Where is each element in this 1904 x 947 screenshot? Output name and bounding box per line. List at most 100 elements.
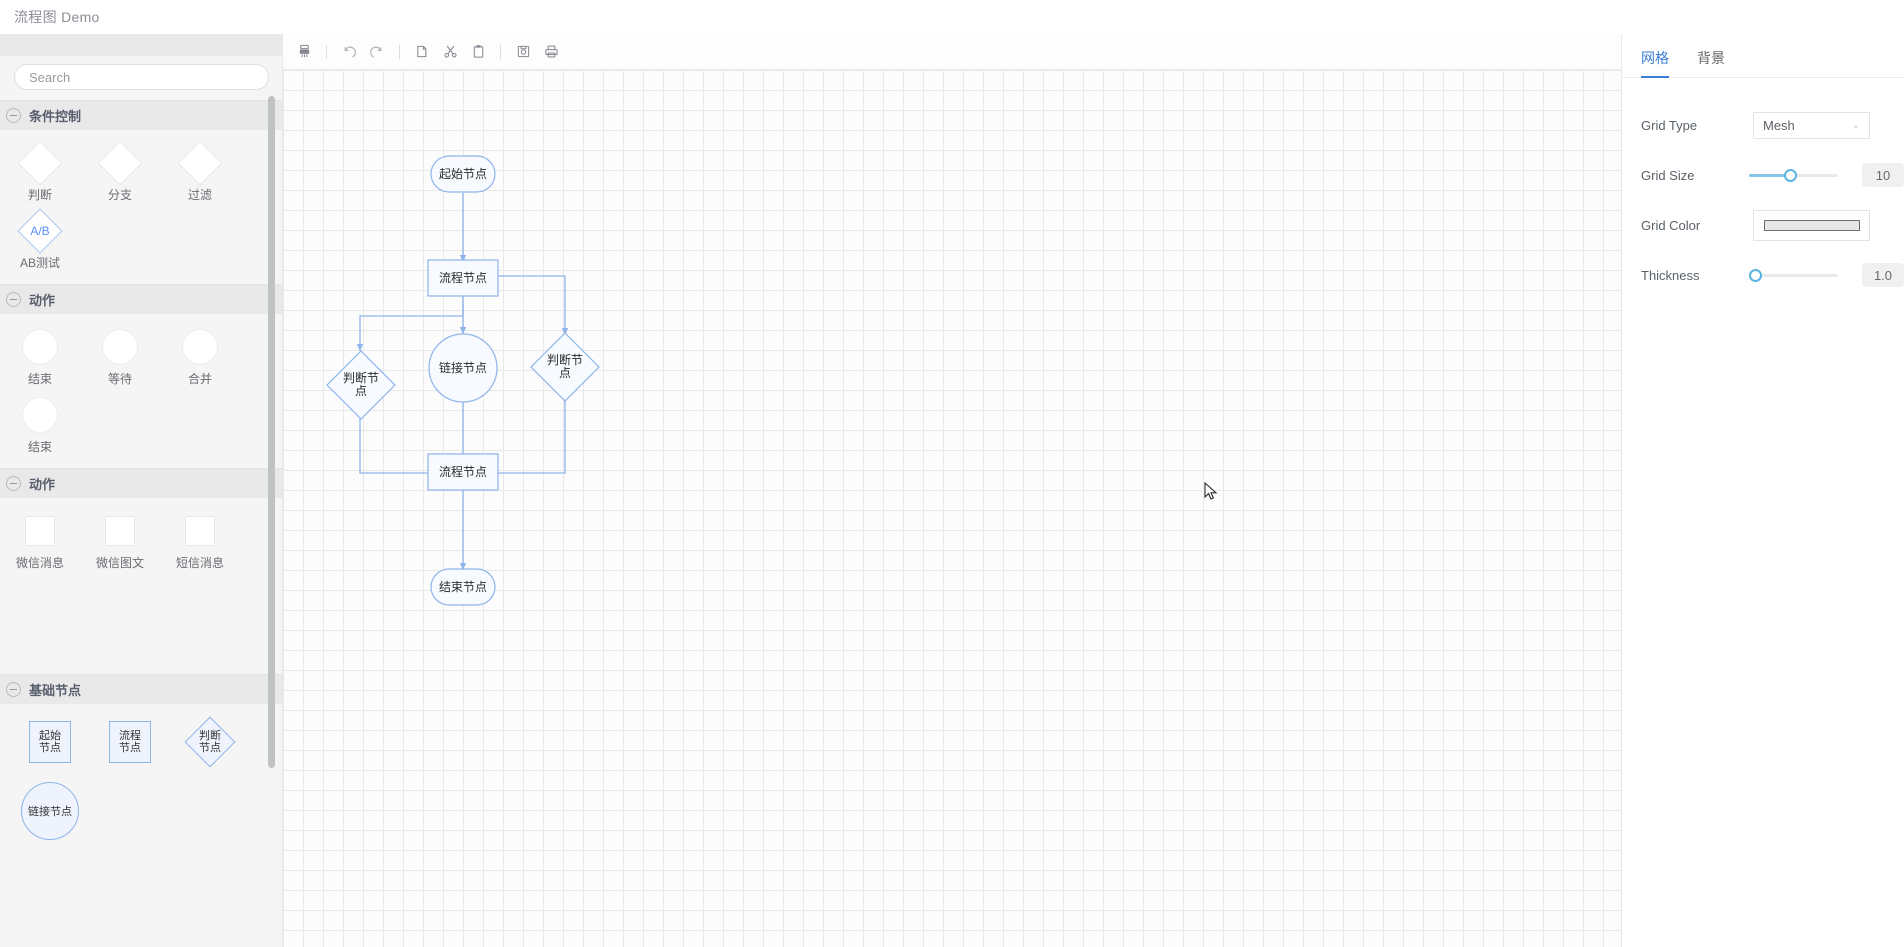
- node-label: 流程节点: [439, 270, 487, 285]
- palette-item-wait[interactable]: 等待: [80, 324, 160, 386]
- palette-item-judge[interactable]: 判断: [0, 140, 80, 202]
- palette-item-label: 结束: [27, 440, 52, 454]
- slider-knob[interactable]: [1784, 168, 1798, 182]
- palette-item-merge[interactable]: 合并: [160, 324, 240, 386]
- palette-item-label: 等待: [107, 372, 132, 386]
- flowchart-nodes: 起始节点 流程节点 判断节 点 链接节点: [326, 155, 600, 606]
- palette-item-label: 结束: [27, 372, 52, 386]
- undo-icon[interactable]: [336, 39, 362, 65]
- edge-decision-right-to-process2: [476, 387, 566, 477]
- node-label: 结束节点: [439, 580, 487, 594]
- circle-icon: [22, 324, 58, 370]
- flowchart-canvas[interactable]: 起始节点 流程节点 判断节 点 链接节点: [283, 70, 1621, 947]
- edge-decision-left-to-process2: [359, 403, 451, 477]
- process-node-shape: 流程 节点: [109, 721, 151, 763]
- node-label-line2: 点: [559, 366, 571, 380]
- palette-item-finish[interactable]: 结束: [0, 324, 80, 386]
- node-end[interactable]: 结束节点: [430, 568, 496, 606]
- square-icon: [185, 508, 215, 554]
- node-process2[interactable]: 流程节点: [427, 453, 499, 491]
- decision-node-shape: 判断 节点: [184, 716, 236, 768]
- paste-icon[interactable]: [465, 39, 491, 65]
- basic-node-label-line1: 流程: [119, 730, 141, 742]
- basic-node-process[interactable]: 流程 节点: [90, 716, 170, 768]
- node-process1[interactable]: 流程节点: [427, 259, 499, 297]
- clear-icon[interactable]: [291, 39, 317, 65]
- palette-scroll-area[interactable]: 条件控制 判断 分支 过滤: [0, 100, 282, 947]
- node-label: 起始节点: [439, 167, 487, 181]
- cut-icon[interactable]: [437, 39, 463, 65]
- palette-item-ab-test[interactable]: A/B AB测试: [0, 208, 80, 270]
- grid-settings-body: Grid Type Mesh ⌄ Grid Size 10 Grid Color: [1622, 78, 1904, 300]
- flowchart-graph: 起始节点 流程节点 判断节 点 链接节点: [326, 155, 600, 606]
- palette-group-header-actions-2[interactable]: 动作: [0, 468, 282, 498]
- node-label: 链接节点: [439, 360, 487, 375]
- palette-panel-header: [0, 34, 282, 56]
- node-link[interactable]: 链接节点: [428, 333, 498, 403]
- node-decision-left[interactable]: 判断节 点: [326, 350, 396, 420]
- palette-group-header-actions-1[interactable]: 动作: [0, 284, 282, 314]
- save-icon[interactable]: [510, 39, 536, 65]
- grid-size-slider[interactable]: [1748, 168, 1838, 182]
- diamond-icon: [177, 140, 223, 186]
- palette-scrollbar-thumb[interactable]: [268, 96, 275, 768]
- palette-item-branch[interactable]: 分支: [80, 140, 160, 202]
- collapse-minus-icon[interactable]: [6, 476, 21, 491]
- palette-group-header-basic-nodes[interactable]: 基础节点: [0, 674, 282, 704]
- redo-icon[interactable]: [364, 39, 390, 65]
- palette-group-body-actions-2: 微信消息 微信图文 短信消息: [0, 498, 282, 674]
- chevron-down-icon: ⌄: [1851, 119, 1860, 131]
- node-label-line1: 判断节: [547, 352, 583, 367]
- thickness-slider[interactable]: [1748, 268, 1838, 282]
- square-icon: [25, 508, 55, 554]
- print-icon[interactable]: [538, 39, 564, 65]
- search-input[interactable]: [14, 64, 269, 90]
- basic-node-label-line2: 节点: [119, 742, 141, 754]
- grid-type-row: Grid Type Mesh ⌄: [1622, 100, 1904, 150]
- tab-grid[interactable]: 网格: [1641, 48, 1669, 78]
- slider-track: [1748, 273, 1838, 277]
- palette-item-wechat-article[interactable]: 微信图文: [80, 508, 160, 660]
- copy-icon[interactable]: [409, 39, 435, 65]
- palette-item-label: 合并: [187, 372, 212, 386]
- palette-item-wechat-message[interactable]: 微信消息: [0, 508, 80, 660]
- collapse-minus-icon[interactable]: [6, 682, 21, 697]
- basic-node-label-line1: 起始: [39, 730, 61, 742]
- slider-knob[interactable]: [1748, 268, 1762, 282]
- collapse-minus-icon[interactable]: [6, 108, 21, 123]
- slider-fill: [1748, 173, 1790, 177]
- collapse-minus-icon[interactable]: [6, 292, 21, 307]
- start-node-shape: 起始 节点: [29, 721, 71, 763]
- grid-color-picker[interactable]: [1753, 209, 1870, 241]
- basic-node-decision[interactable]: 判断 节点: [170, 716, 250, 768]
- palette-group-header-conditions[interactable]: 条件控制: [0, 100, 282, 130]
- search-container: [0, 56, 282, 100]
- palette-item-label: 微信消息: [15, 556, 64, 570]
- basic-node-label-line2: 节点: [39, 742, 61, 754]
- palette-item-finish-2[interactable]: 结束: [0, 392, 80, 454]
- node-decision-right[interactable]: 判断节 点: [530, 332, 600, 402]
- palette-item-sms-message[interactable]: 短信消息: [160, 508, 240, 660]
- thickness-label: Thickness: [1641, 267, 1700, 283]
- basic-node-start[interactable]: 起始 节点: [10, 716, 90, 768]
- palette-group-body-basic-nodes: 起始 节点 流程 节点 判断: [0, 704, 282, 840]
- basic-node-link[interactable]: 链接节点: [10, 782, 90, 840]
- circle-icon: [102, 324, 138, 370]
- palette-item-label: 短信消息: [175, 556, 224, 570]
- palette-item-label: 分支: [107, 188, 132, 202]
- page-title: 流程图 Demo: [14, 9, 100, 25]
- properties-panel: 网格 背景 Grid Type Mesh ⌄ Grid Size 10: [1621, 34, 1904, 947]
- diamond-icon: [17, 140, 63, 186]
- tab-background[interactable]: 背景: [1697, 50, 1725, 66]
- toolbar-separator: [326, 44, 327, 59]
- diamond-icon: [97, 140, 143, 186]
- palette-group-title: 动作: [29, 293, 56, 308]
- basic-nodes-row-2: 链接节点: [0, 782, 282, 840]
- grid-type-select[interactable]: Mesh ⌄: [1753, 111, 1870, 139]
- palette-item-filter[interactable]: 过滤: [160, 140, 240, 202]
- node-start[interactable]: 起始节点: [430, 155, 496, 193]
- grid-color-label: Grid Color: [1641, 217, 1701, 233]
- basic-node-label-line2: 节点: [199, 742, 221, 754]
- editor-toolbar: [283, 34, 1621, 70]
